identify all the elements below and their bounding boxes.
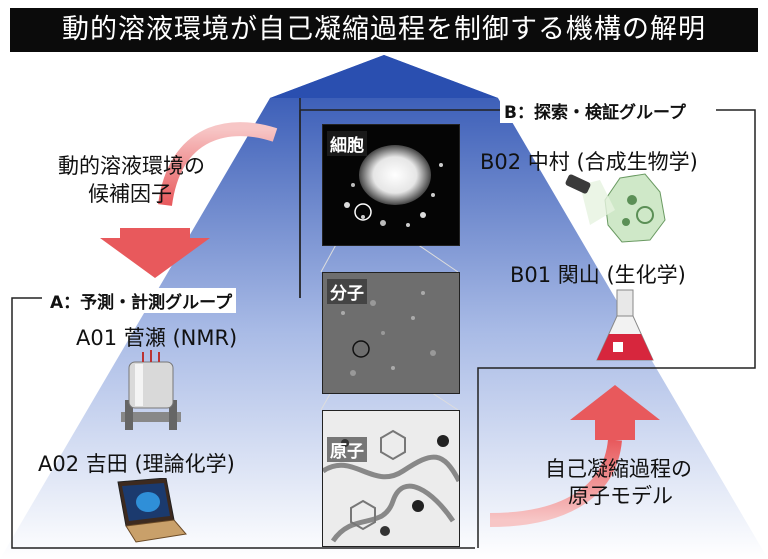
atomic-model-label-line2: 原子モデル: [568, 484, 673, 508]
atom-panel-label: 原子: [327, 437, 367, 462]
group-b-name: B：探索・検証グループ: [500, 98, 690, 123]
left-arrow-head: [100, 228, 210, 278]
cell-micrograph: [344, 145, 443, 227]
left-curved-arrow: [158, 122, 278, 207]
right-curved-arrow: [489, 439, 622, 527]
atom-image-panel: 原子: [322, 410, 460, 547]
molecule-panel-label: 分子: [327, 279, 367, 304]
cell-panel-label: 細胞: [327, 131, 367, 156]
nmr-spectrometer-icon: [121, 350, 181, 430]
member-a02: A02 吉田 (理論化学): [38, 452, 235, 476]
right-arrow-head: [570, 385, 660, 440]
molecule-micrograph: [341, 291, 436, 376]
group-a-name: A：予測・計測グループ: [46, 288, 237, 313]
member-b02: B02 中村 (合成生物学): [480, 150, 698, 174]
page-title: 動的溶液環境が自己凝縮過程を制御する機構の解明: [10, 8, 758, 52]
candidate-factor-label-line2: 候補因子: [88, 182, 172, 206]
flask-icon: [596, 289, 654, 361]
member-a01: A01 菅瀬 (NMR): [76, 326, 238, 350]
laptop-icon: [117, 478, 187, 543]
atomic-model-illustration: [323, 429, 459, 543]
atomic-model-label-line1: 自己凝縮過程の: [545, 457, 692, 481]
candidate-factor-label-line1: 動的溶液環境の: [58, 154, 205, 178]
cell-image-panel: 細胞: [322, 124, 460, 246]
microbe-flashlight-icon: [565, 173, 666, 243]
group-b-bracket: [320, 109, 756, 548]
molecule-image-panel: 分子: [322, 272, 460, 394]
member-b01: B01 関山 (生化学): [510, 263, 686, 287]
